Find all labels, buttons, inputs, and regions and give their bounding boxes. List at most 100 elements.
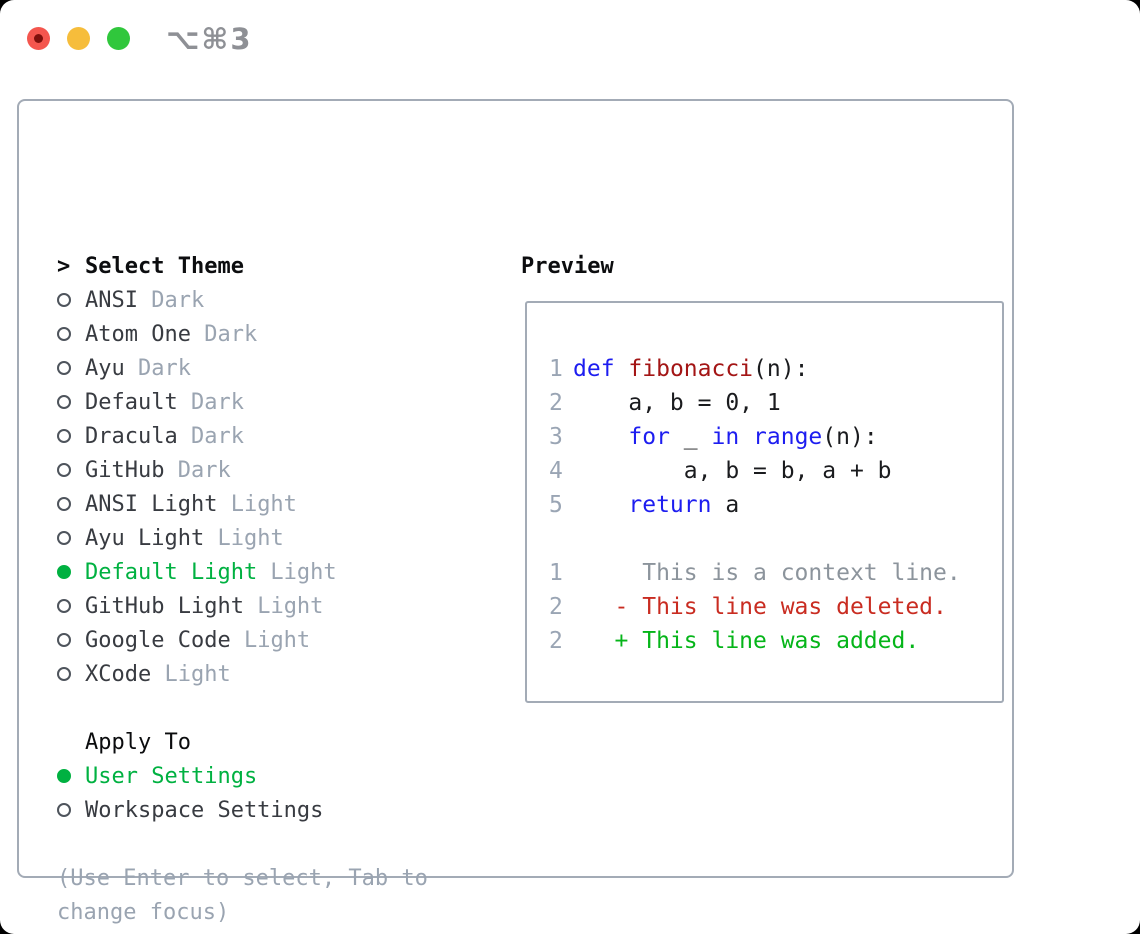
prompt-icon: > — [57, 253, 71, 279]
theme-option-ayu-light[interactable]: Ayu Light Light — [57, 521, 428, 555]
radio-icon — [57, 293, 71, 307]
code-segment: a, b = 0, 1 — [573, 390, 781, 416]
minimize-button[interactable] — [67, 27, 90, 50]
zoom-button[interactable] — [107, 27, 130, 50]
apply-option-workspace-settings[interactable]: Workspace Settings — [57, 793, 428, 827]
theme-option-default[interactable]: Default Dark — [57, 385, 428, 419]
radio-cell — [57, 599, 85, 613]
apply-to-title: Apply To — [85, 729, 191, 755]
theme-name: Google Code — [85, 627, 231, 653]
apply-option-user-settings[interactable]: User Settings — [57, 759, 428, 793]
spacer — [57, 827, 428, 861]
line-number: 3 — [549, 424, 563, 450]
line-number: 1 — [549, 356, 563, 382]
theme-option-google-code[interactable]: Google Code Light — [57, 623, 428, 657]
radio-icon — [57, 429, 71, 443]
preview-line: 1 def fibonacci(n): — [549, 352, 990, 386]
theme-variant: Dark — [177, 389, 244, 415]
theme-option-default-light[interactable]: Default Light Light — [57, 555, 428, 589]
theme-option-dracula[interactable]: Dracula Dark — [57, 419, 428, 453]
radio-cell — [57, 327, 85, 341]
code-segment: for — [628, 424, 670, 450]
radio-cell — [57, 531, 85, 545]
select-theme-header: > Select Theme — [57, 249, 428, 283]
theme-variant: Light — [243, 593, 324, 619]
window-title: ⌥⌘3 — [166, 22, 253, 56]
line-content: a, b = 0, 1 — [573, 390, 781, 416]
preview-line: 2 a, b = 0, 1 — [549, 386, 990, 420]
radio-cell — [57, 769, 85, 783]
radio-cell — [57, 463, 85, 477]
line-content: - This line was deleted. — [573, 594, 947, 620]
code-segment: + This line was added. — [573, 628, 920, 654]
theme-name: Atom One — [85, 321, 191, 347]
theme-option-ansi[interactable]: ANSI Dark — [57, 283, 428, 317]
preview-line: 5 return a — [549, 488, 990, 522]
code-segment: def — [573, 356, 615, 382]
line-content: return a — [573, 492, 739, 518]
apply-option-label: Workspace Settings — [85, 797, 324, 823]
preview-line: 2 + This line was added. — [549, 624, 990, 658]
theme-name: XCode — [85, 661, 152, 687]
radio-cell — [57, 293, 85, 307]
code-segment — [615, 356, 629, 382]
radio-icon — [57, 633, 71, 647]
line-number: 5 — [549, 492, 563, 518]
line-number: 2 — [549, 594, 563, 620]
theme-variant: Light — [257, 559, 337, 585]
code-segment: a — [711, 492, 740, 518]
apply-to-header: Apply To — [57, 725, 428, 759]
code-segment: a, b = b, a + b — [573, 458, 892, 484]
theme-name: ANSI — [85, 287, 138, 313]
code-segment: (n): — [753, 356, 809, 382]
code-segment — [573, 492, 628, 518]
radio-cell — [57, 497, 85, 511]
theme-option-ansi-light[interactable]: ANSI Light Light — [57, 487, 428, 521]
radio-icon — [57, 667, 71, 681]
theme-option-atom-one[interactable]: Atom One Dark — [57, 317, 428, 351]
radio-icon — [57, 395, 71, 409]
theme-name: Default — [85, 389, 178, 415]
hint-text: (Use Enter to select, Tab to change focu… — [57, 861, 428, 929]
radio-icon — [57, 803, 71, 817]
line-number: 4 — [549, 458, 563, 484]
close-button[interactable] — [27, 27, 50, 50]
radio-cell — [57, 667, 85, 681]
theme-variant: Dark — [177, 423, 244, 449]
code-segment: in — [711, 424, 740, 450]
theme-name: GitHub Light — [85, 593, 244, 619]
theme-option-ayu[interactable]: Ayu Dark — [57, 351, 428, 385]
radio-cell — [57, 633, 85, 647]
theme-name: Ayu — [85, 355, 125, 381]
line-content: def fibonacci(n): — [573, 356, 808, 382]
code-segment: - This line was deleted. — [573, 594, 947, 620]
theme-variant: Dark — [164, 457, 231, 483]
theme-variant: Dark — [124, 355, 191, 381]
preview-line — [549, 522, 990, 556]
theme-variant: Light — [230, 627, 311, 653]
radio-cell — [57, 803, 85, 817]
line-number: 2 — [549, 628, 563, 654]
theme-name: Default Light — [85, 559, 258, 585]
preview-title: Preview — [521, 253, 614, 279]
line-content: for _ in range(n): — [573, 424, 878, 450]
radio-cell — [57, 395, 85, 409]
theme-variant: Dark — [137, 287, 205, 313]
radio-selected-icon — [57, 565, 71, 579]
code-segment: range — [753, 424, 823, 450]
line-content: a, b = b, a + b — [573, 458, 892, 484]
theme-option-github[interactable]: GitHub Dark — [57, 453, 428, 487]
code-segment: This is a context line. — [573, 560, 961, 586]
radio-cell — [57, 429, 85, 443]
code-segment: fibonacci — [628, 356, 754, 382]
radio-selected-icon — [57, 769, 71, 783]
theme-option-xcode[interactable]: XCode Light — [57, 657, 428, 691]
select-theme-title: Select Theme — [85, 253, 244, 279]
code-segment: (n): — [822, 424, 878, 450]
theme-option-github-light[interactable]: GitHub Light Light — [57, 589, 428, 623]
preview-line: 1 This is a context line. — [549, 556, 990, 590]
radio-cell — [57, 565, 85, 579]
